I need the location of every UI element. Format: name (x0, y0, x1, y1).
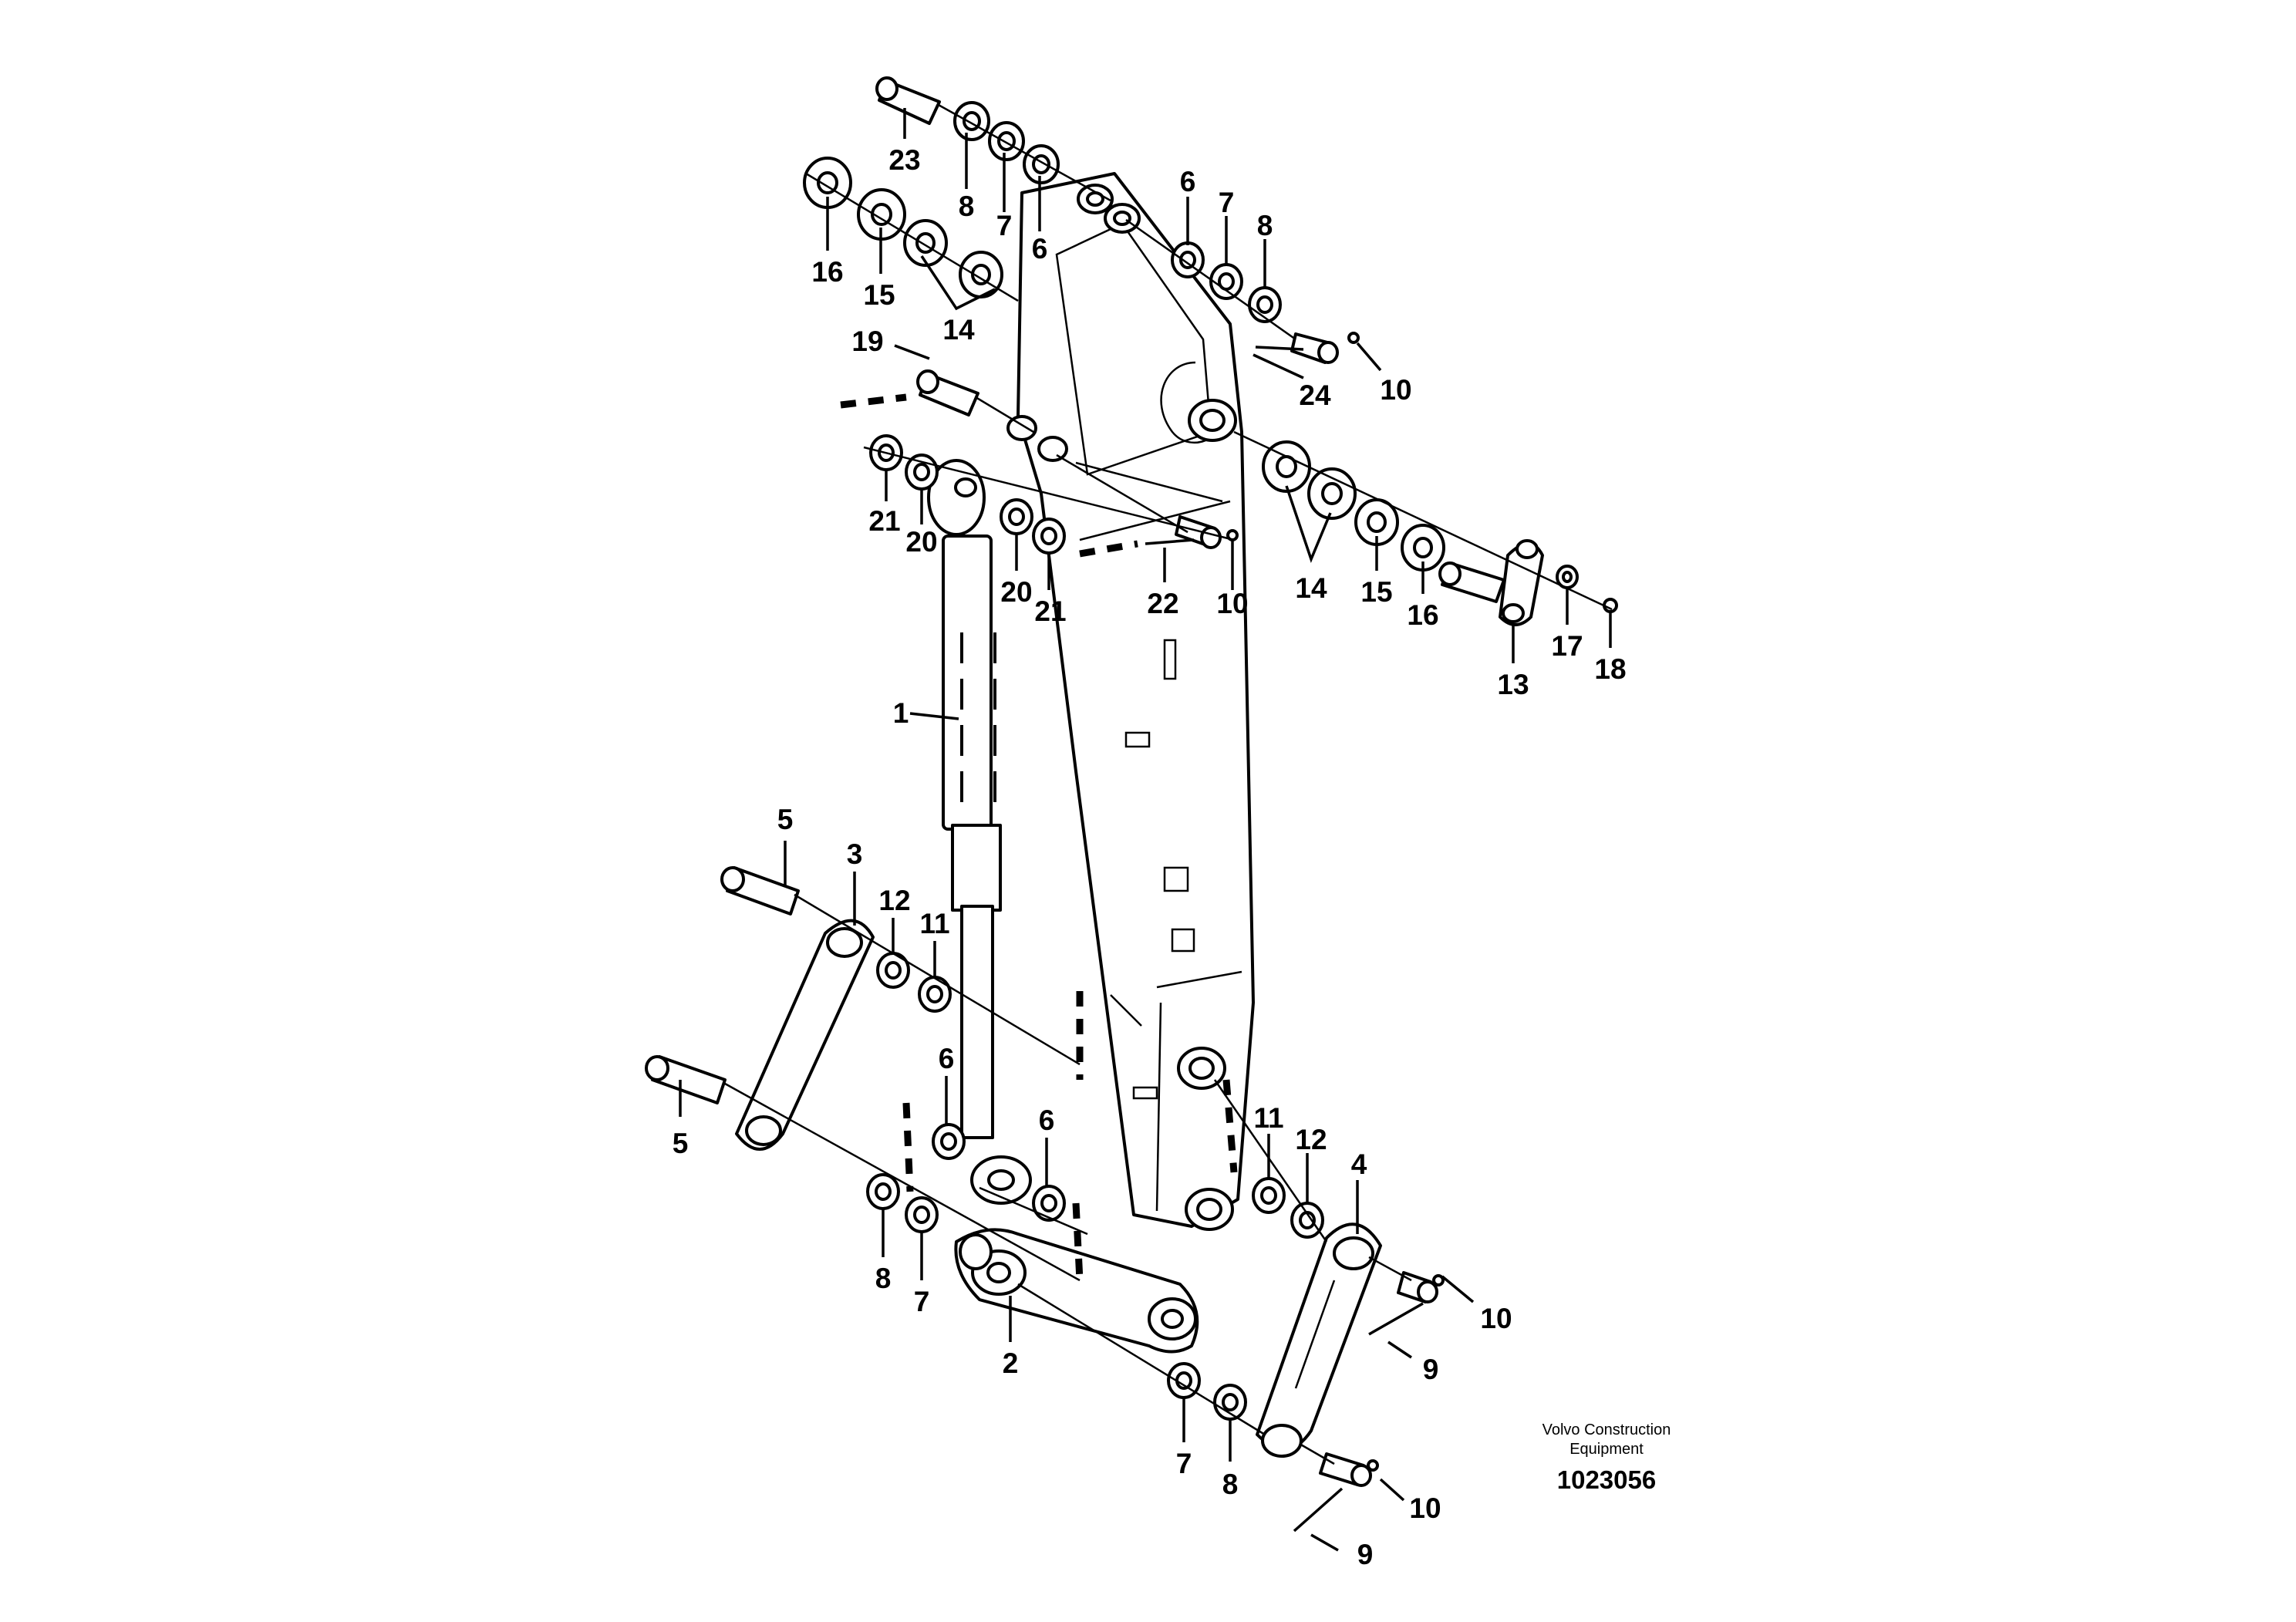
callout-9: 9 (1423, 1354, 1439, 1385)
callout-12: 12 (1295, 1124, 1327, 1155)
callout-16: 16 (811, 256, 843, 288)
callout-14: 14 (942, 314, 975, 346)
callout-8: 8 (875, 1263, 892, 1294)
callout-8: 8 (1222, 1469, 1239, 1500)
callout-7: 7 (914, 1286, 930, 1317)
callout-10: 10 (1216, 588, 1248, 619)
callout-20: 20 (905, 526, 937, 558)
break-lines (840, 393, 1238, 1281)
link-3 (735, 919, 875, 1151)
callout-12: 12 (878, 885, 910, 916)
callout-14: 14 (1295, 572, 1327, 604)
pins (645, 76, 1618, 1533)
callout-18: 18 (1594, 653, 1626, 685)
callout-7: 7 (1176, 1448, 1192, 1479)
callout-5: 5 (673, 1128, 689, 1159)
callout-4: 4 (1351, 1148, 1367, 1180)
callout-17: 17 (1551, 630, 1583, 662)
callout-8: 8 (1257, 210, 1273, 241)
callout-15: 15 (1360, 576, 1392, 608)
link-13 (1499, 539, 1544, 626)
bucket-cylinder (927, 459, 1032, 1205)
callout-13: 13 (1497, 669, 1529, 700)
arm-bores (1006, 184, 1237, 1231)
callout-15: 15 (863, 279, 895, 311)
callout-16: 16 (1407, 599, 1438, 631)
callout-6: 6 (1032, 233, 1048, 265)
callout-10: 10 (1409, 1492, 1441, 1524)
callout-6: 6 (1039, 1104, 1055, 1136)
callout-23: 23 (888, 144, 920, 176)
callout-10: 10 (1480, 1303, 1512, 1334)
callout-24: 24 (1299, 379, 1331, 411)
callout-7: 7 (996, 210, 1013, 241)
callout-22: 22 (1147, 588, 1178, 619)
link-4 (1256, 1222, 1382, 1458)
assembly-lines (724, 103, 1613, 1465)
callout-20: 20 (1000, 576, 1032, 608)
callout-7: 7 (1219, 187, 1235, 218)
callout-11: 11 (1253, 1102, 1283, 1134)
callout-3: 3 (847, 838, 863, 870)
credit-line-1: Volvo Construction (1542, 1421, 1671, 1438)
callout-21: 21 (1034, 595, 1066, 627)
document-number: 1023056 (1557, 1465, 1656, 1494)
drawing-credit: Volvo Construction Equipment 1023056 (1542, 1421, 1671, 1494)
callout-1: 1 (893, 697, 909, 729)
callout-21: 21 (868, 505, 900, 537)
callout-2: 2 (1003, 1347, 1019, 1379)
callout-labels: 23 8 7 6 16 15 14 19 6 7 8 24 10 14 15 1… (673, 144, 1627, 1570)
callout-9: 9 (1357, 1539, 1374, 1570)
callout-8: 8 (959, 191, 975, 222)
callout-10: 10 (1380, 374, 1411, 406)
callout-6: 6 (1180, 166, 1196, 197)
callout-11: 11 (919, 908, 949, 939)
credit-line-2: Equipment (1569, 1441, 1644, 1458)
callout-6: 6 (939, 1043, 955, 1074)
callout-5: 5 (777, 804, 794, 835)
leader-lines (679, 108, 1612, 1552)
callout-19: 19 (851, 325, 883, 357)
